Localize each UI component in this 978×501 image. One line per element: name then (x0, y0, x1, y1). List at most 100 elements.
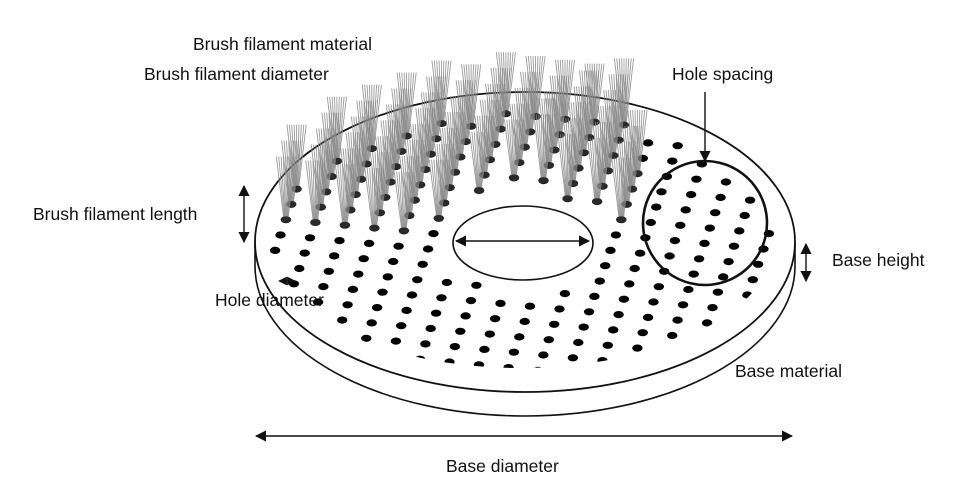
filament-strand (622, 157, 632, 220)
filament-strand (278, 156, 285, 220)
filament-strand (536, 55, 541, 117)
filament-strand (286, 156, 294, 220)
filament-strand (385, 136, 389, 198)
filament-strand (442, 60, 447, 124)
filament-strand (486, 115, 495, 176)
hole-mark (390, 337, 402, 345)
filament-strand (398, 171, 404, 231)
filament-strand (391, 120, 396, 183)
hole-mark (728, 242, 740, 250)
hole-mark (642, 313, 654, 321)
filament-tuft (316, 128, 337, 196)
label-hole-diameter: Hole diameter (215, 290, 324, 310)
filament-strand (362, 116, 372, 180)
filament-strand (432, 92, 441, 155)
filament-strand (619, 74, 627, 141)
hole-mark (605, 246, 616, 254)
filament-strand (286, 156, 292, 220)
filament-strand (395, 104, 399, 167)
filament-strand (614, 90, 621, 156)
filament-strand (568, 134, 573, 199)
hole-mark (406, 291, 418, 299)
filament-strand (526, 87, 535, 148)
filament-strand (568, 134, 576, 199)
filament-strand (407, 72, 415, 136)
filament-strand (316, 160, 326, 223)
filament-strand (450, 127, 458, 188)
filament-strand (569, 134, 578, 199)
hole-mark (334, 237, 345, 245)
filament-strand (402, 88, 409, 152)
filament-strand (597, 137, 603, 202)
filament-strand (436, 76, 440, 139)
hole-mark (648, 298, 659, 306)
filament-strand (625, 58, 635, 125)
filament-strand (538, 114, 543, 181)
filament-strand (364, 167, 373, 229)
filament-strand (321, 144, 327, 208)
hole-mark (645, 218, 656, 227)
filament-strand (505, 52, 509, 114)
filament-strand (608, 106, 614, 171)
hole-mark (589, 292, 600, 300)
filament-strand (573, 118, 579, 184)
filament-strand (336, 96, 340, 162)
filament-strand (540, 114, 544, 181)
filament-strand (578, 102, 584, 169)
filament-strand (373, 84, 382, 149)
filament-strand (460, 96, 466, 157)
filament-strand (495, 83, 499, 145)
filament-strand (380, 152, 386, 213)
filament-strand (602, 121, 606, 187)
hole-mark (543, 336, 554, 344)
filament-strand (596, 63, 605, 123)
filament-strand (326, 128, 329, 192)
filament-strand (624, 58, 630, 125)
hole-mark (455, 327, 466, 335)
hole-mark (734, 227, 745, 235)
filament-strand (479, 131, 482, 191)
hole-mark (401, 306, 412, 314)
filament-strand (621, 157, 625, 220)
filament-strand (624, 58, 627, 125)
filament-strand (292, 140, 302, 205)
filament-strand (380, 152, 388, 213)
filament-strand (618, 157, 622, 220)
hole-mark (382, 273, 393, 281)
filament-strand (296, 124, 300, 190)
hole-mark (554, 305, 565, 313)
hole-mark (465, 297, 477, 305)
filament-strand (533, 114, 542, 181)
filament-strand (628, 141, 637, 205)
filament-strand (607, 106, 611, 171)
hole-mark (428, 230, 439, 238)
hole-mark (707, 304, 718, 312)
filament-strand (414, 139, 418, 201)
hole-mark (559, 290, 571, 298)
filament-strand (321, 144, 329, 208)
hole-mark (269, 246, 281, 254)
filament-strand (476, 131, 480, 191)
tuft-base (509, 174, 519, 182)
filament-strand (466, 80, 471, 142)
hole-mark (624, 280, 635, 288)
hole-mark (618, 295, 630, 303)
hole-spacing-ring (641, 159, 769, 287)
filament-strand (489, 99, 493, 160)
filament-strand (420, 124, 423, 185)
filament-strand (381, 152, 390, 213)
filament-strand (361, 116, 364, 180)
filament-strand (379, 152, 383, 213)
hole-mark (712, 288, 724, 296)
filament-strand (350, 148, 356, 210)
filament-strand (589, 70, 592, 138)
dimension-arrows (238, 184, 812, 442)
filament-strand (491, 99, 500, 160)
filament-strand (407, 72, 412, 136)
filament-strand (530, 71, 536, 132)
filament-strand (280, 156, 286, 220)
hole-mark (744, 196, 756, 204)
hole-mark (747, 276, 758, 284)
filament-strand (333, 112, 342, 177)
